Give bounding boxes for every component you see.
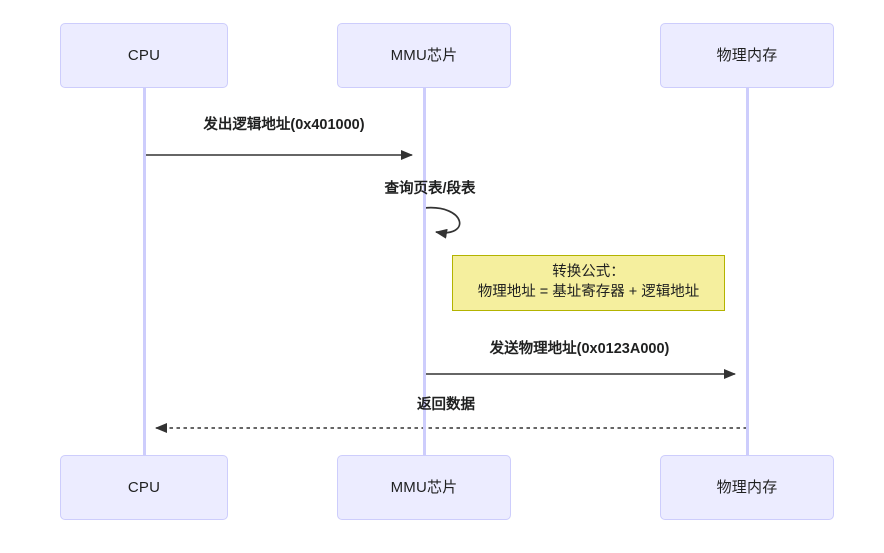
message-label-2: 查询页表/段表	[384, 181, 476, 197]
participant-box-mem-bottom[interactable]: 物理内存	[660, 455, 834, 520]
note-conversion-formula: 转换公式： 物理地址 = 基址寄存器 + 逻辑地址	[452, 255, 725, 311]
participant-label-cpu-top: CPU	[127, 47, 161, 64]
participant-label-mem-bottom: 物理内存	[716, 479, 778, 496]
note-line-1: 转换公式：	[552, 264, 625, 281]
lifeline-cpu	[143, 88, 146, 455]
lifeline-mem	[746, 88, 749, 455]
message-line-2-selfloop	[423, 206, 461, 239]
participant-label-mmu-bottom: MMU芯片	[390, 479, 458, 496]
lifeline-mmu	[423, 88, 426, 455]
participant-box-mem-top[interactable]: 物理内存	[660, 23, 834, 88]
participant-label-mem-top: 物理内存	[716, 47, 778, 64]
message-label-3: 发送物理地址(0x0123A000)	[489, 341, 670, 357]
message-label-1: 发出逻辑地址(0x401000)	[203, 117, 365, 133]
participant-box-mmu-bottom[interactable]: MMU芯片	[337, 455, 511, 520]
message-label-4: 返回数据	[417, 397, 475, 413]
participant-box-cpu-top[interactable]: CPU	[60, 23, 228, 88]
participant-box-cpu-bottom[interactable]: CPU	[60, 455, 228, 520]
participant-label-mmu-top: MMU芯片	[390, 47, 458, 64]
note-line-2: 物理地址 = 基址寄存器 + 逻辑地址	[477, 284, 700, 300]
participant-box-mmu-top[interactable]: MMU芯片	[337, 23, 511, 88]
participant-label-cpu-bottom: CPU	[127, 479, 161, 496]
